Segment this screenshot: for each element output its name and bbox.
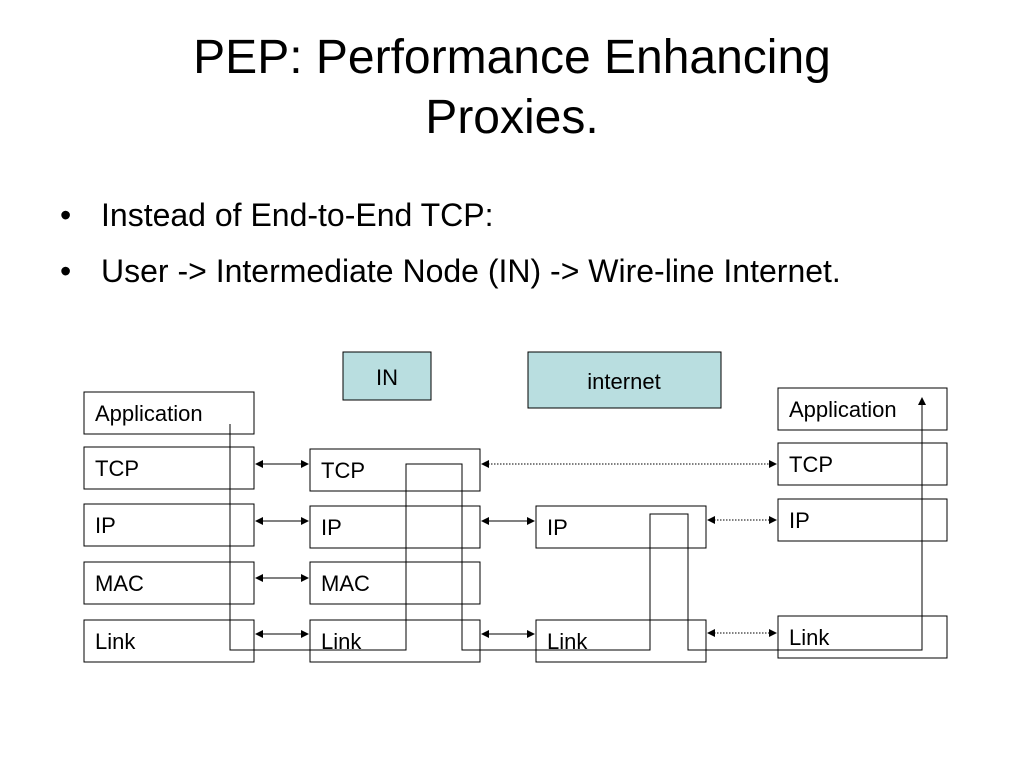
in-layer-label: TCP	[321, 458, 365, 483]
user-layer-label: Application	[95, 401, 203, 426]
slide-title: PEP: Performance Enhancing Proxies.	[0, 28, 1024, 148]
server-layer-ip	[777, 498, 948, 542]
user-layer-label: Link	[95, 629, 136, 654]
server-layer-application	[777, 387, 948, 431]
in-layer-tcp	[309, 448, 481, 492]
server-layer-label: TCP	[789, 452, 833, 477]
user-stack: Application TCP IP MAC Link	[83, 391, 255, 663]
user-layer-label: IP	[95, 513, 116, 538]
server-stack: Application TCP IP Link	[777, 387, 948, 659]
user-layer-tcp	[83, 446, 255, 490]
in-stack: TCP IP MAC Link	[309, 448, 481, 663]
in-node-box: IN	[342, 351, 432, 401]
in-layer-ip	[309, 505, 481, 549]
user-layer-label: TCP	[95, 456, 139, 481]
internet-box: internet	[527, 351, 722, 409]
bullet-list: • Instead of End-to-End TCP: • User -> I…	[58, 187, 958, 299]
internet-rect	[527, 351, 722, 409]
in-node-rect	[342, 351, 432, 401]
in-layer-label: IP	[321, 515, 342, 540]
data-path-line	[229, 402, 923, 651]
router-layer-link	[535, 619, 707, 663]
server-layer-tcp	[777, 442, 948, 486]
user-layer-mac	[83, 561, 255, 605]
bullet-dot: •	[60, 197, 72, 233]
title-line-2: Proxies.	[425, 91, 599, 144]
user-layer-application	[83, 391, 255, 435]
internet-label: internet	[587, 369, 660, 394]
server-layer-label: Link	[789, 625, 830, 650]
user-layer-ip	[83, 503, 255, 547]
user-layer-label: MAC	[95, 571, 144, 596]
bullet-dot: •	[60, 253, 72, 289]
bullet-item: • Instead of End-to-End TCP:	[58, 187, 958, 243]
router-layer-label: IP	[547, 515, 568, 540]
in-layer-mac	[309, 561, 481, 605]
server-layer-link	[777, 615, 948, 659]
in-node-label: IN	[376, 365, 398, 390]
server-layer-label: IP	[789, 508, 810, 533]
bullet-text: User -> Intermediate Node (IN) -> Wire-l…	[101, 253, 841, 289]
bullet-text: Instead of End-to-End TCP:	[101, 197, 494, 233]
in-layer-link	[309, 619, 481, 663]
title-line-1: PEP: Performance Enhancing	[193, 31, 831, 84]
server-layer-label: Application	[789, 397, 897, 422]
router-layer-ip	[535, 505, 707, 549]
router-stack: IP Link	[535, 505, 707, 663]
bullet-item: • User -> Intermediate Node (IN) -> Wire…	[58, 243, 931, 299]
in-layer-label: MAC	[321, 571, 370, 596]
user-layer-link	[83, 619, 255, 663]
